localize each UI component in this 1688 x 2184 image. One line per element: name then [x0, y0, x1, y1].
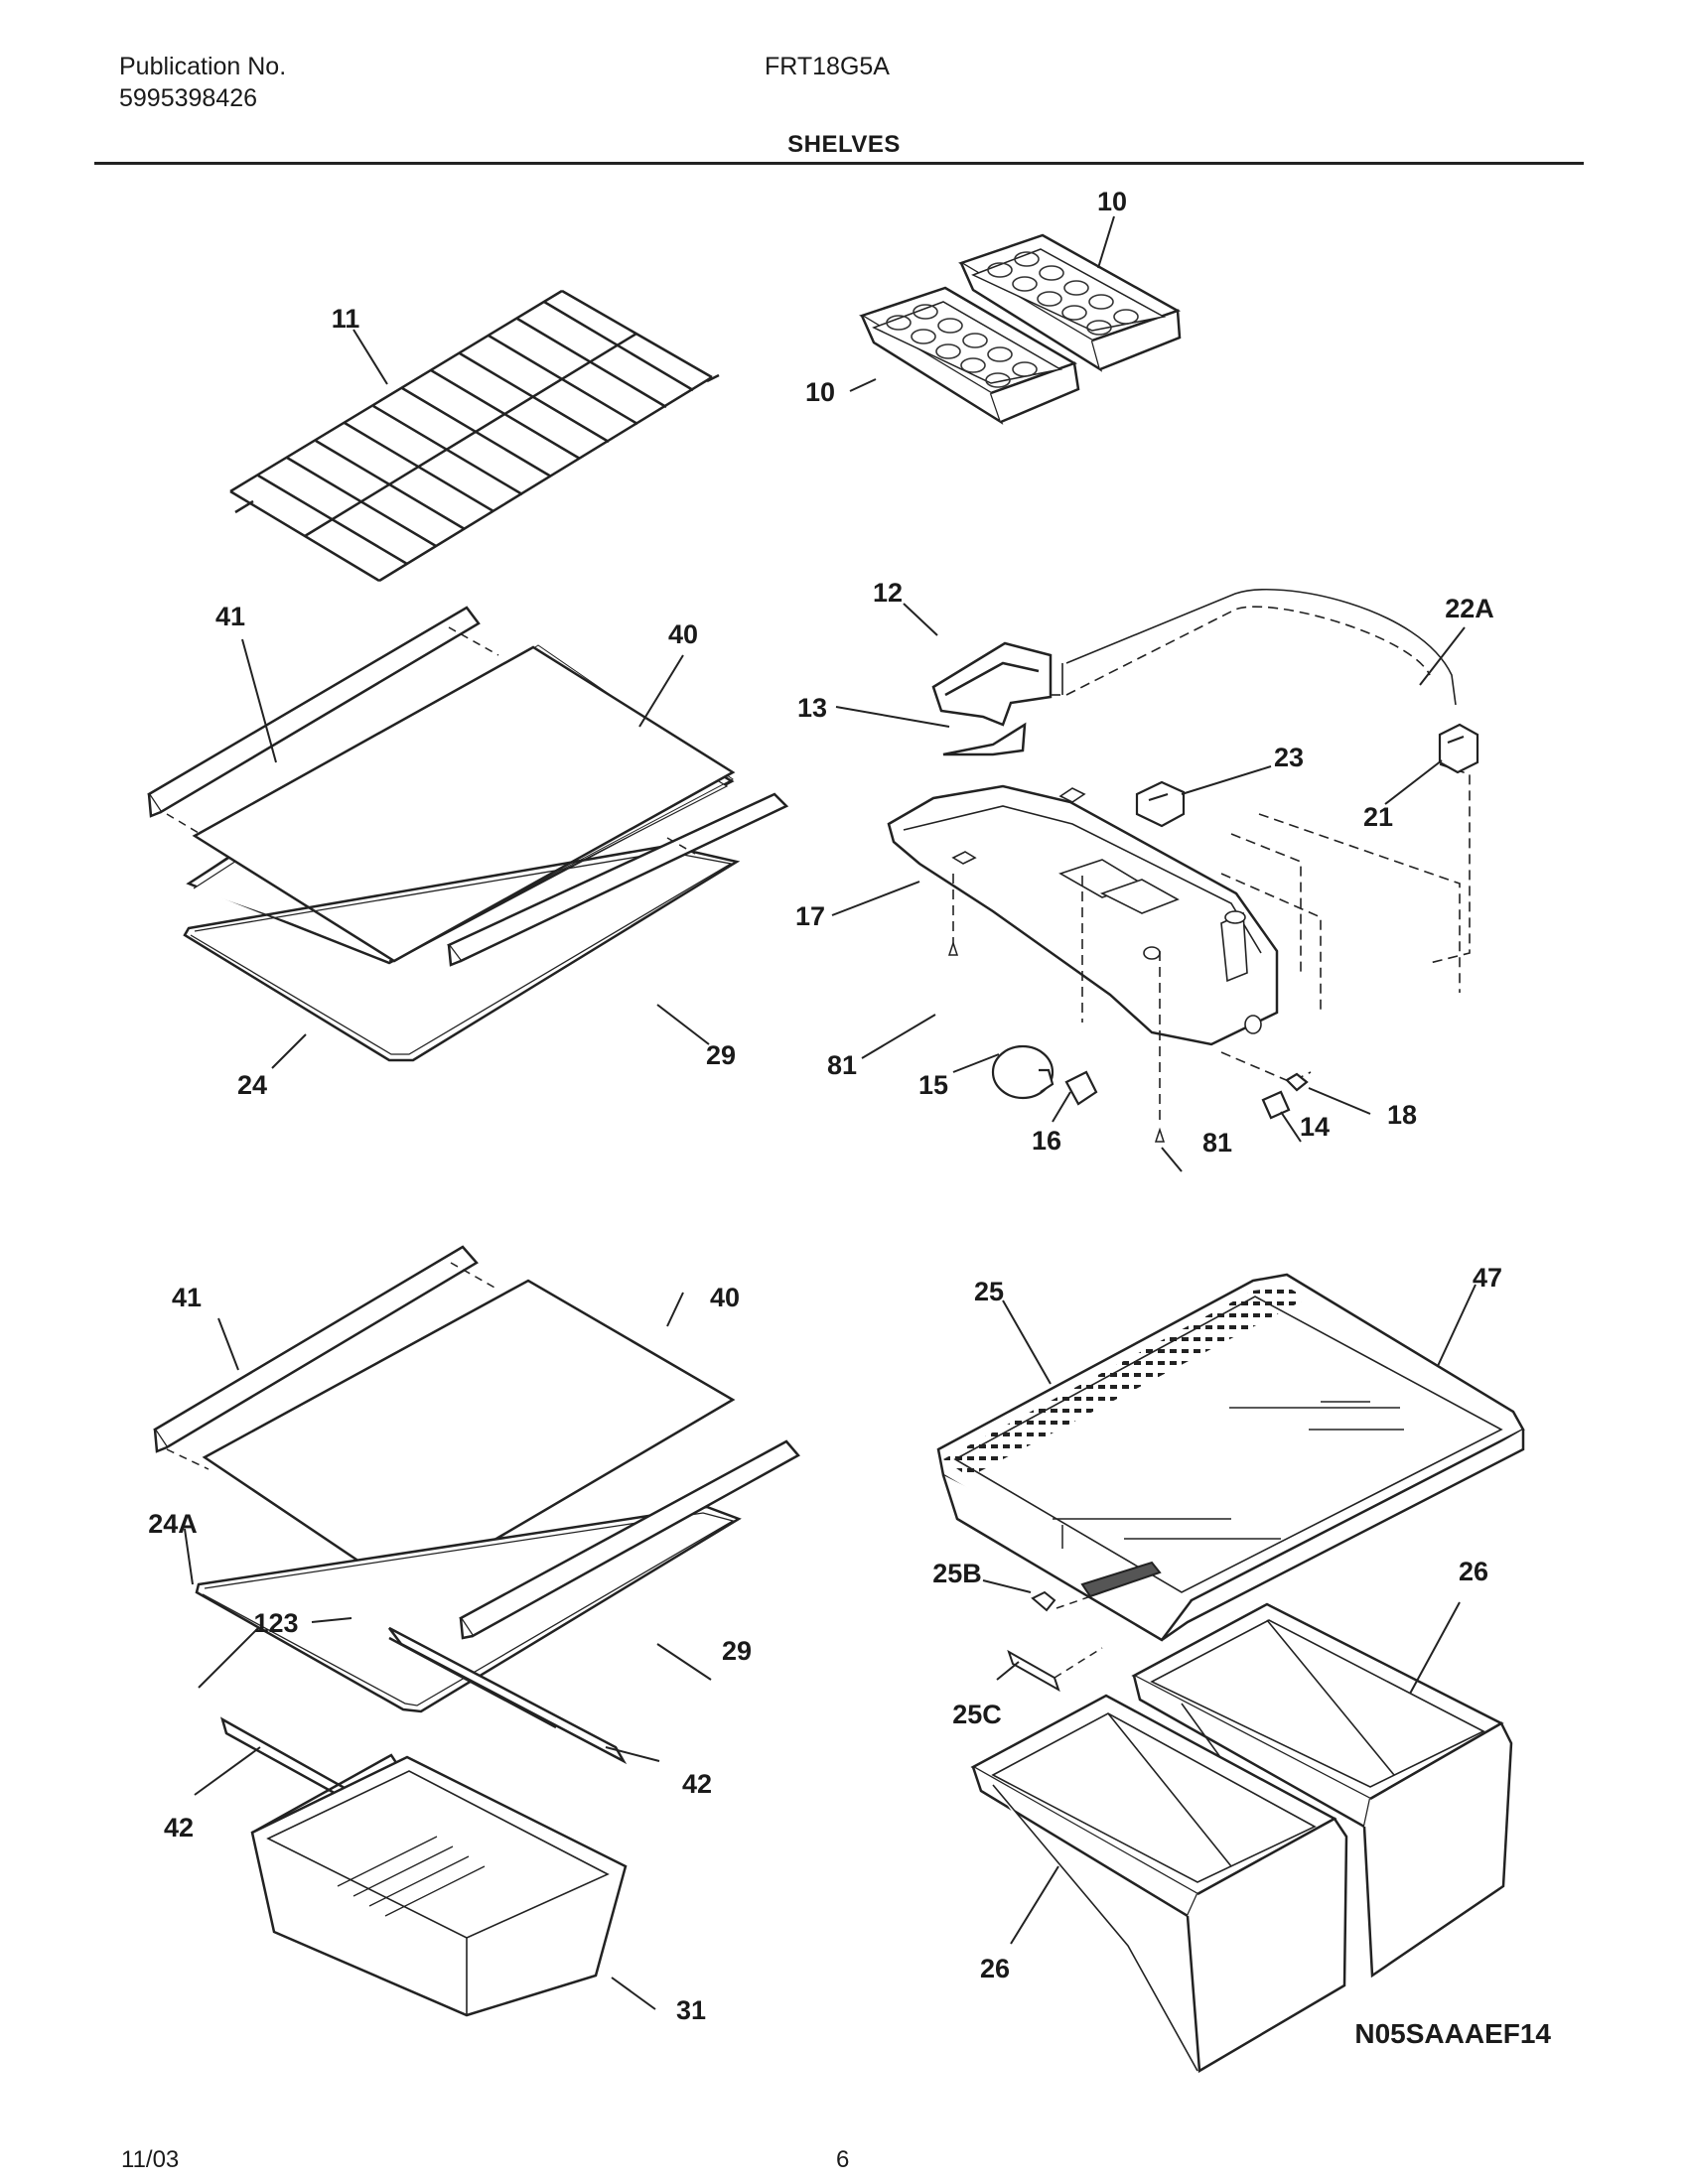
- model-number: FRT18G5A: [765, 53, 890, 80]
- upper-shelf-rear-rail: [447, 792, 789, 967]
- housing-components: [947, 723, 1479, 1143]
- callout-10-lower: 10: [805, 377, 835, 407]
- section-title: SHELVES: [787, 131, 901, 158]
- callout-23: 23: [1274, 743, 1304, 772]
- footer-date: 11/03: [121, 2146, 180, 2173]
- callout-41-upper: 41: [215, 602, 245, 631]
- callout-47: 47: [1473, 1263, 1502, 1293]
- callout-17: 17: [795, 901, 825, 931]
- callout-15: 15: [918, 1070, 948, 1100]
- callout-22A: 22A: [1445, 594, 1494, 623]
- callout-11: 11: [332, 304, 360, 334]
- ice-tray-illustration: [859, 233, 1182, 425]
- ice-tray-cells: [886, 251, 1139, 388]
- callout-42-left: 42: [164, 1813, 194, 1843]
- ice-bin-housing-illustration: [887, 641, 1279, 1046]
- callout-26-right: 26: [1459, 1557, 1488, 1586]
- callout-14: 14: [1300, 1112, 1330, 1142]
- callout-18: 18: [1387, 1100, 1417, 1130]
- publication-number: 5995398426: [119, 84, 258, 112]
- callout-13: 13: [797, 693, 827, 723]
- crisper-cover-grill: [943, 1287, 1307, 1477]
- callout-40-lower: 40: [710, 1283, 740, 1312]
- upper-glass-panel: [192, 645, 736, 963]
- callout-31: 31: [676, 1995, 706, 2025]
- callout-25: 25: [974, 1277, 1004, 1306]
- callout-81-right: 81: [1202, 1128, 1232, 1158]
- callout-29-upper: 29: [706, 1040, 736, 1070]
- page-number: 6: [836, 2146, 850, 2173]
- callout-21: 21: [1363, 802, 1393, 832]
- callout-16: 16: [1032, 1126, 1061, 1156]
- diagram-code: N05SAAAEF14: [1354, 2018, 1551, 2049]
- callout-24A: 24A: [148, 1509, 198, 1539]
- header-rule: [94, 162, 1584, 165]
- callout-42-right: 42: [682, 1769, 712, 1799]
- crisper-cover-clips: [1007, 1561, 1162, 1693]
- crisper-cover-illustration: [936, 1273, 1525, 1642]
- callout-25B: 25B: [932, 1559, 982, 1588]
- crisper-drawers-illustration: [970, 1602, 1513, 2074]
- lower-glass-shelf-illustration: [153, 1245, 800, 2017]
- callout-leaders: [184, 215, 1477, 2010]
- callout-123: 123: [253, 1608, 298, 1638]
- callout-10-upper: 10: [1097, 187, 1127, 216]
- callout-41-lower: 41: [172, 1283, 202, 1312]
- callout-25C: 25C: [952, 1700, 1002, 1729]
- callout-81-left: 81: [827, 1050, 857, 1080]
- callout-labels: 10 10 11 41 40 29 24 12 13 22A 23 21 17 …: [148, 187, 1551, 2049]
- publication-label: Publication No.: [119, 53, 287, 80]
- callout-29-lower: 29: [722, 1636, 752, 1666]
- callout-40-upper: 40: [668, 619, 698, 649]
- callout-26-left: 26: [980, 1954, 1010, 1983]
- callout-24: 24: [237, 1070, 267, 1100]
- wire-shelf-illustration: [229, 289, 720, 583]
- callout-12: 12: [873, 578, 903, 608]
